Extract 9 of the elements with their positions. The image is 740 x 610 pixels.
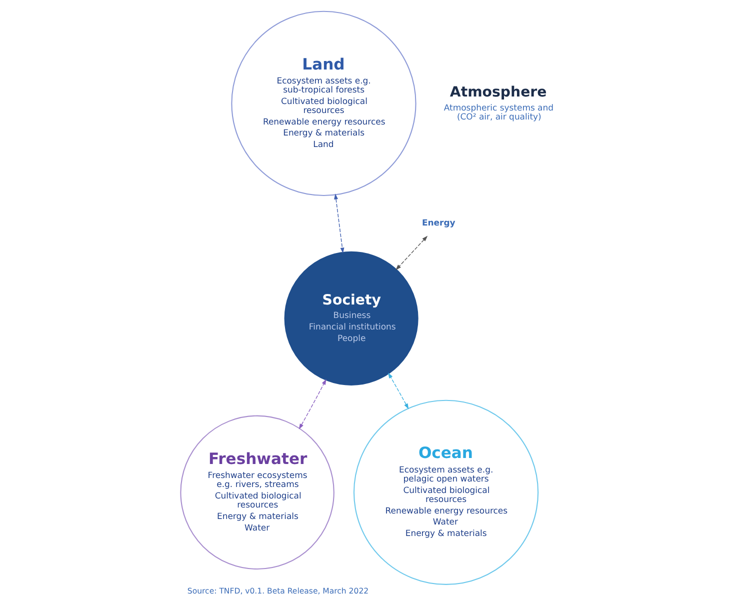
arrow — [334, 194, 344, 254]
node-circle: Freshwater Freshwater ecosystems e.g. rivers, streams Cultivated biological resources Energy & materials Water — [180, 415, 334, 570]
node-text: Atmosphere Atmospheric systems and (CO² air, air quality) — [443, 84, 554, 122]
node-circle: Land Ecosystem assets e.g. sub-tropical forests Cultivated biological resources Renewable energy resources Energy & materials Land — [230, 10, 416, 196]
arrow — [388, 372, 408, 410]
arrow — [395, 236, 428, 270]
node-text: Energy — [421, 218, 455, 228]
arrow — [298, 379, 326, 430]
node-circle: Ocean Ecosystem assets e.g. pelagic open waters Cultivated biological resources Renewable energy resources Water Energy & materials — [352, 400, 538, 585]
